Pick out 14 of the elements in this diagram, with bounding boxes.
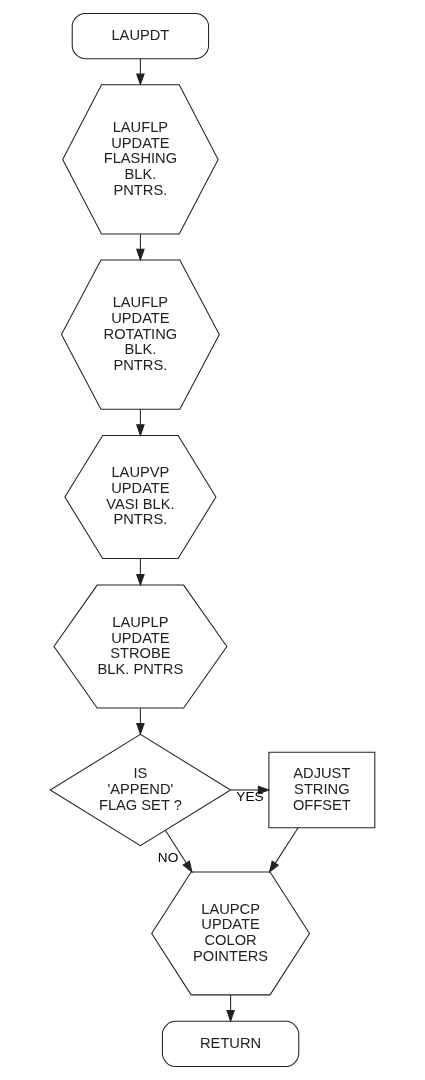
node-box: RETURN [161, 1020, 300, 1067]
node-diamond: IS 'APPEND' FLAG SET ? [49, 733, 232, 847]
edge-label: NO [157, 849, 179, 865]
node-box: LAUPDT [71, 13, 210, 60]
edge-label: YES [236, 788, 264, 804]
arrow [136, 707, 145, 736]
arrow [136, 408, 145, 437]
arrow [226, 994, 235, 1023]
arrow [136, 557, 145, 587]
arrow [165, 829, 193, 874]
arrow [268, 827, 299, 874]
arrow [136, 233, 145, 262]
node-box: ADJUST STRING OFFSET [268, 751, 376, 829]
arrow [230, 785, 271, 795]
